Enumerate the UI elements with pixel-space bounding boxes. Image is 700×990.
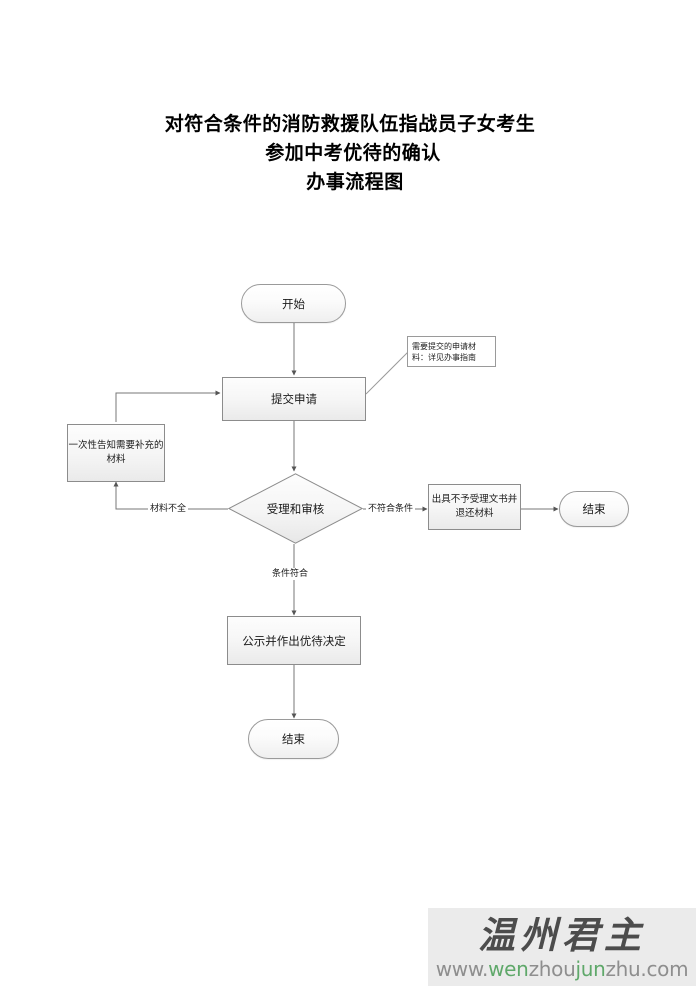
watermark-url-part-3: zhou: [528, 956, 576, 981]
node-end-right[interactable]: 结束: [559, 491, 629, 527]
watermark-url: www.wenzhoujunzhu.com: [436, 957, 689, 981]
edge-label-incomplete-materials: 材料不全: [148, 503, 189, 515]
title-line-1: 对符合条件的消防救援队伍指战员子女考生: [164, 113, 536, 135]
watermark-url-part-4: jun: [575, 956, 606, 981]
watermark-brand: 温州君主: [478, 912, 646, 957]
node-review-decision[interactable]: 受理和审核: [227, 473, 364, 544]
node-submit-application-label: 提交申请: [271, 392, 317, 406]
node-notify-supplement-materials[interactable]: 一次性告知需要补充的材料: [67, 424, 165, 482]
node-start-label: 开始: [282, 296, 305, 311]
node-required-materials-note-label: 需要提交的申请材料：详见办事指南: [412, 341, 476, 362]
edge-note-connector: [365, 351, 409, 395]
node-notify-supplement-materials-label: 一次性告知需要补充的材料: [68, 440, 164, 465]
node-end-main[interactable]: 结束: [248, 719, 339, 759]
watermark-url-part-5: zhu.com: [605, 956, 689, 981]
node-start[interactable]: 开始: [241, 284, 346, 323]
watermark: 温州君主 www.wenzhoujunzhu.com: [428, 908, 696, 986]
page-title: 对符合条件的消防救援队伍指战员子女考生 参加中考优待的确认 办事流程图: [0, 110, 700, 197]
title-line-3: 办事流程图: [306, 171, 404, 193]
watermark-url-part-2: wen: [488, 956, 529, 981]
edge-label-qualified: 条件符合: [270, 568, 311, 580]
title-line-2: 参加中考优待的确认: [265, 142, 441, 164]
node-end-main-label: 结束: [282, 732, 305, 746]
node-publicize-decision[interactable]: 公示并作出优待决定: [227, 616, 361, 665]
node-submit-application[interactable]: 提交申请: [222, 377, 366, 421]
diamond-shape-icon: [227, 473, 364, 544]
watermark-url-part-1: www.: [435, 956, 489, 981]
edge-label-not-qualified: 不符合条件: [366, 503, 416, 515]
node-issue-rejection-label: 出具不予受理文书并退还材料: [431, 494, 518, 519]
node-required-materials-note: 需要提交的申请材料：详见办事指南: [407, 336, 496, 367]
node-end-right-label: 结束: [582, 502, 606, 516]
edge-notify-to-submit: [115, 390, 221, 422]
edge-review-to-notify: [113, 481, 228, 510]
node-issue-rejection[interactable]: 出具不予受理文书并退还材料: [428, 484, 521, 530]
node-publicize-decision-label: 公示并作出优待决定: [242, 633, 346, 648]
